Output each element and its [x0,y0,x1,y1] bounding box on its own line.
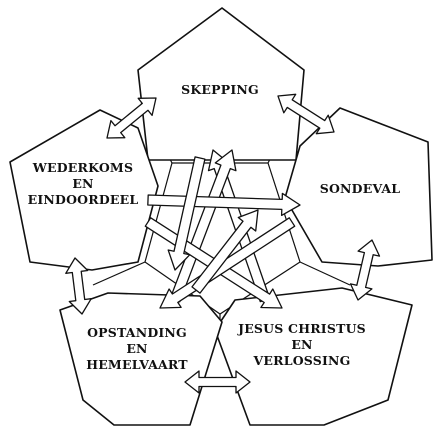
label-line: WEDERKOMS [32,160,134,175]
label-line: JESUS CHRISTUS [238,321,366,336]
node-shape-sondeval [284,107,433,267]
label-line: HEMELVAART [86,357,188,372]
label-line: OPSTANDING [87,325,187,340]
inner-arrow [191,209,259,294]
node-label-sondeval: SONDEVAL [300,181,420,197]
node-label-opstanding: OPSTANDING EN HEMELVAART [72,325,202,373]
node-label-skepping: SKEPPING [160,82,280,98]
label-line: VERLOSSING [253,353,351,368]
double-arrow [65,257,92,315]
label-line: SONDEVAL [319,181,401,196]
double-arrow [184,370,251,394]
label-line: EN [126,341,148,356]
node-label-wederkoms: WEDERKOMS EN EINDOORDEEL [18,160,148,208]
label-line: EINDOORDEEL [27,192,139,207]
inner-arrow [167,156,206,271]
node-shape-opstanding [59,292,223,426]
label-line: EN [72,176,94,191]
connector-line [299,261,351,286]
inner-arrow [169,149,237,303]
double-arrow [277,93,335,135]
connector-line [92,261,146,286]
double-arrow [106,97,157,139]
label-line: EN [291,337,313,352]
double-arrow [349,239,381,301]
label-line: SKEPPING [181,82,259,97]
node-label-jesus: JESUS CHRISTUS EN VERLOSSING [232,321,372,369]
